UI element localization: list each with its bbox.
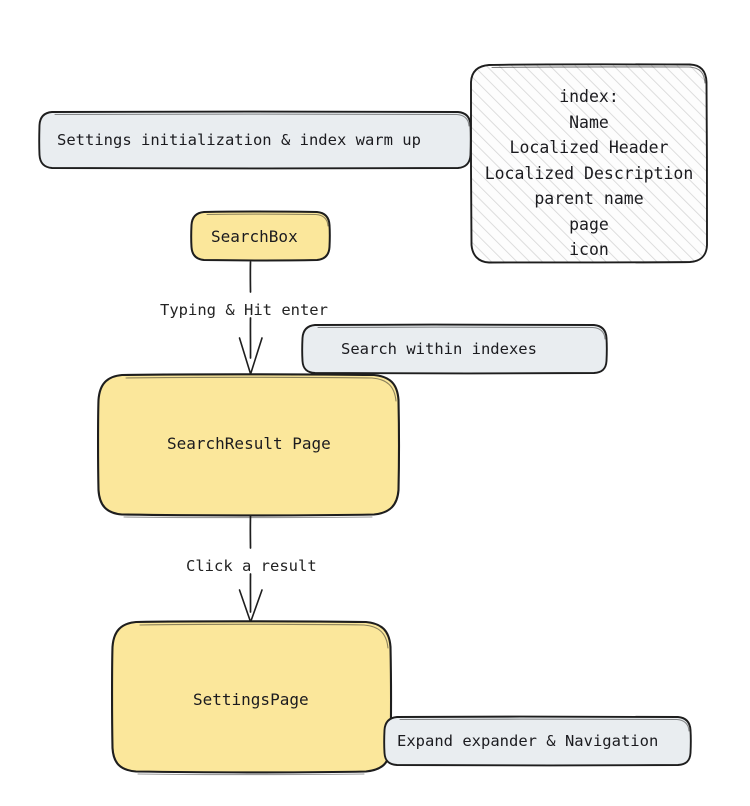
node-settings-page-label: SettingsPage [193,690,309,709]
node-searchbox-shape[interactable] [190,210,331,262]
note-settings-init-label: Settings initialization & index warm up [57,131,421,149]
index-line-icon: icon [569,240,609,259]
note-expand-expander-label: Expand expander & Navigation [397,732,659,750]
note-search-within-indexes-label: Search within indexes [341,340,537,358]
node-searchresult-page-shape[interactable] [97,373,400,519]
index-line-parent-name: parent name [534,189,644,208]
index-line-title: index: [559,87,619,106]
edge-click-a-result-label: Click a result [186,557,317,575]
node-searchresult-page-label: SearchResult Page [167,434,331,453]
node-searchbox-label: SearchBox [211,227,298,246]
node-settings-page-shape[interactable] [110,620,393,776]
index-line-name: Name [569,112,609,132]
index-schema-text: index: Name Localized Header Localized D… [472,84,706,263]
index-line-localized-header: Localized Header [509,138,669,157]
edge-typing-hit-enter-label: Typing & Hit enter [160,301,328,319]
index-line-page: page [569,214,609,234]
index-line-localized-description: Localized Description [484,163,694,183]
